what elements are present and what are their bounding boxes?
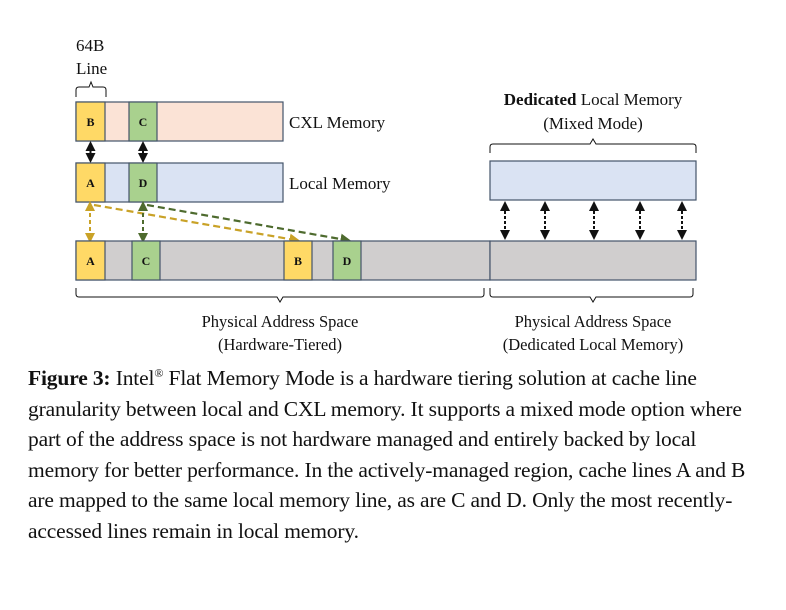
- phys-cell-a-label: A: [86, 254, 95, 268]
- dedicated-mapping-arrows: [500, 201, 687, 240]
- hw-tiered-label-2: (Hardware-Tiered): [218, 335, 342, 354]
- cxl-cell-c-label: C: [139, 115, 148, 129]
- phys-cell-c: [131, 240, 161, 281]
- cxl-memory-label: CXL Memory: [289, 113, 386, 132]
- local-memory-bar: [75, 162, 284, 203]
- phys-cell-b: [283, 240, 313, 281]
- figure-caption: Figure 3: Intel® Flat Memory Mode is a h…: [28, 363, 763, 546]
- dedicated-bottom-brace: [489, 288, 694, 303]
- phys-cell-c-label: C: [142, 254, 151, 268]
- map-arrow-b: [93, 203, 301, 245]
- hw-tiered-label-1: Physical Address Space: [202, 312, 359, 331]
- line-size-brace: [75, 80, 107, 97]
- cxl-cell-b: [75, 101, 106, 142]
- caption-label: Figure 3:: [28, 366, 111, 390]
- flat-memory-diagram: 64B Line B C CXL Memory A D Local Memory…: [75, 36, 697, 354]
- map-arrow-d: [146, 203, 352, 245]
- cxl-memory-bar: [75, 101, 284, 142]
- phys-cell-d-label: D: [343, 254, 352, 268]
- dedicated-local-memory-bar: [489, 160, 697, 201]
- local-cell-d: [128, 162, 158, 203]
- cxl-cell-b-label: B: [86, 115, 94, 129]
- caption-intel: Intel: [115, 366, 155, 390]
- local-cell-d-label: D: [139, 176, 148, 190]
- phys-cell-a: [75, 240, 106, 281]
- hw-tiered-brace: [75, 288, 485, 303]
- dedicated-space-label-1: Physical Address Space: [515, 312, 672, 331]
- line-size-label-2: Line: [76, 59, 107, 78]
- phys-cell-d: [332, 240, 362, 281]
- registered-mark: ®: [154, 365, 164, 380]
- local-memory-label: Local Memory: [289, 174, 391, 193]
- dedicated-title: Dedicated Local Memory: [504, 90, 683, 109]
- dedicated-subtitle: (Mixed Mode): [543, 114, 643, 133]
- dedicated-title-rest: Local Memory: [576, 90, 682, 109]
- line-size-label-1: 64B: [76, 36, 104, 55]
- dedicated-title-bold: Dedicated: [504, 90, 577, 109]
- local-cell-a-label: A: [86, 176, 95, 190]
- local-cell-a: [75, 162, 106, 203]
- phys-cell-b-label: B: [294, 254, 302, 268]
- caption-text: Flat Memory Mode is a hardware tiering s…: [28, 366, 746, 543]
- dedicated-top-brace: [489, 138, 697, 153]
- physical-dedicated-bar: [489, 240, 697, 281]
- dedicated-space-label-2: (Dedicated Local Memory): [503, 335, 684, 354]
